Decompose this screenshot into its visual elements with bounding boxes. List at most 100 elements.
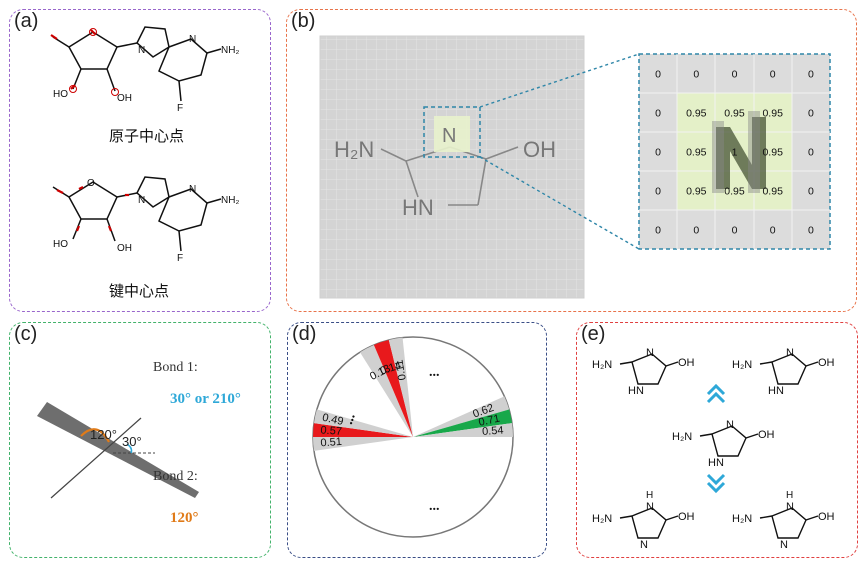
svg-text:OH: OH <box>678 357 695 369</box>
wedge-left-3 <box>313 409 413 437</box>
grid-cell-value: 0.95 <box>686 186 707 198</box>
svg-text:H₂N: H₂N <box>334 137 374 162</box>
svg-text:OH: OH <box>678 511 695 523</box>
grid-cell-value: 0 <box>808 186 814 198</box>
panel-b-drawing: N H₂N OH HN 0 0 0 0 0 0 0.95 0.95 0.95 0 0 0.95 1 0.9… <box>319 35 831 299</box>
wedge-right-3 <box>413 423 513 437</box>
svg-text:HN: HN <box>402 195 434 220</box>
sector-value-label: 0.11 <box>393 359 408 381</box>
svg-text:...: ... <box>429 499 440 514</box>
panel-b <box>286 9 857 312</box>
svg-text:N: N <box>138 195 145 206</box>
grid-cell-value: 0 <box>770 69 776 81</box>
svg-text:H₂N: H₂N <box>732 359 752 371</box>
grid-cell-value: 0 <box>808 69 814 81</box>
wedge-right-1 <box>413 396 510 437</box>
grid-cell-value: 0.95 <box>724 108 745 120</box>
svg-text:N: N <box>189 34 196 45</box>
panel-a-label: (a) <box>14 10 39 32</box>
big-n-glyph <box>716 117 766 189</box>
panel-d-drawing: 0.110.140.130.620.710.540.510.570.49 ...… <box>312 336 514 538</box>
svg-text:OH: OH <box>117 243 132 254</box>
grid-cell-value: 0 <box>732 225 738 237</box>
svg-text:N: N <box>646 501 654 513</box>
grid-cell-value: 0 <box>655 186 661 198</box>
svg-text:N: N <box>786 501 794 513</box>
grid-cell-value: 1 <box>732 147 738 159</box>
imidazole-molecule: H₂N OH N HN <box>732 347 835 397</box>
grid-cell-value: 0 <box>693 69 699 81</box>
svg-text:HN: HN <box>628 385 644 397</box>
svg-text:F: F <box>177 253 183 264</box>
svg-text:F: F <box>177 103 183 114</box>
svg-text:OH: OH <box>117 93 132 104</box>
panel-e <box>576 322 858 558</box>
svg-text:...: ... <box>429 365 440 380</box>
grid-cell-value: 0.95 <box>762 186 783 198</box>
sector-value-label: 0.71 <box>478 413 501 429</box>
chevron-up-icon <box>706 383 726 404</box>
svg-text:H₂N: H₂N <box>592 513 612 525</box>
grid-cell-value: 0.95 <box>762 147 783 159</box>
nucleoside-molecule-bottom <box>52 176 222 252</box>
wedge-upper-2 <box>373 339 413 437</box>
svg-text:HN: HN <box>768 385 784 397</box>
grid-cell-value: 0 <box>732 69 738 81</box>
sector-value-label: 0.57 <box>320 424 342 437</box>
grid-cell-value: 0 <box>655 225 661 237</box>
bond-center-caption: 键中心点 <box>109 283 169 300</box>
bond2-label: Bond 2: <box>153 469 198 484</box>
panel-a <box>9 9 271 312</box>
svg-text:OH: OH <box>818 511 835 523</box>
chevron-down-icon <box>706 473 726 494</box>
nucleoside-molecule-top <box>52 26 222 102</box>
svg-text:O: O <box>87 178 95 189</box>
svg-text:N: N <box>640 539 648 551</box>
svg-text:H₂N: H₂N <box>592 359 612 371</box>
pixel-grid-image <box>319 35 585 299</box>
grid-cell-value: 0 <box>655 147 661 159</box>
svg-text:OH: OH <box>523 137 556 162</box>
svg-text:OH: OH <box>818 357 835 369</box>
grid-cell-value: 0 <box>808 225 814 237</box>
grid-cell-value: 0.95 <box>724 186 745 198</box>
svg-text:NH₂: NH₂ <box>221 45 239 56</box>
grid-cell-value: 0 <box>770 225 776 237</box>
grid-cell-value: 0 <box>808 108 814 120</box>
svg-text:HO: HO <box>53 239 68 250</box>
svg-text:...: ... <box>341 411 359 426</box>
grid-cell-value: 0.95 <box>686 108 707 120</box>
bond1-label: Bond 1: <box>153 360 198 375</box>
panel-c-label: (c) <box>14 323 38 345</box>
wedge-left-1 <box>313 437 413 451</box>
grid-cell-value: 0 <box>655 108 661 120</box>
grid-cell-value: 0.95 <box>686 147 707 159</box>
svg-text:H: H <box>646 490 653 501</box>
wedge-upper-3 <box>388 337 413 437</box>
sector-value-label: 0.49 <box>321 412 344 428</box>
svg-text:N: N <box>442 125 456 147</box>
sector-value-label: 0.54 <box>482 425 504 438</box>
panel-c <box>9 322 271 558</box>
svg-text:H₂N: H₂N <box>672 431 692 443</box>
bond1-value: 30° or 210° <box>170 391 241 407</box>
svg-text:30°: 30° <box>122 434 142 449</box>
bond2-value: 120° <box>170 510 199 526</box>
sector-value-label: 0.51 <box>320 436 342 449</box>
grid-cell-value: 0 <box>655 69 661 81</box>
svg-text:OH: OH <box>758 429 775 441</box>
atom-center-caption: 原子中心点 <box>109 128 184 145</box>
svg-text:N: N <box>138 45 145 56</box>
svg-text:N: N <box>786 347 794 359</box>
svg-text:N: N <box>726 419 734 431</box>
imidazole-molecule: H₂N OH N HN <box>592 347 695 397</box>
panel-d-label: (d) <box>292 323 317 345</box>
panel-a-molecules: N N NH₂ F HO OH 原子中心点 O N N NH₂ F HO OH … <box>50 26 239 300</box>
grid-cell-value: 0 <box>693 225 699 237</box>
panel-e-label: (e) <box>581 323 606 345</box>
svg-text:N: N <box>646 347 654 359</box>
wedge-bond <box>37 402 199 498</box>
